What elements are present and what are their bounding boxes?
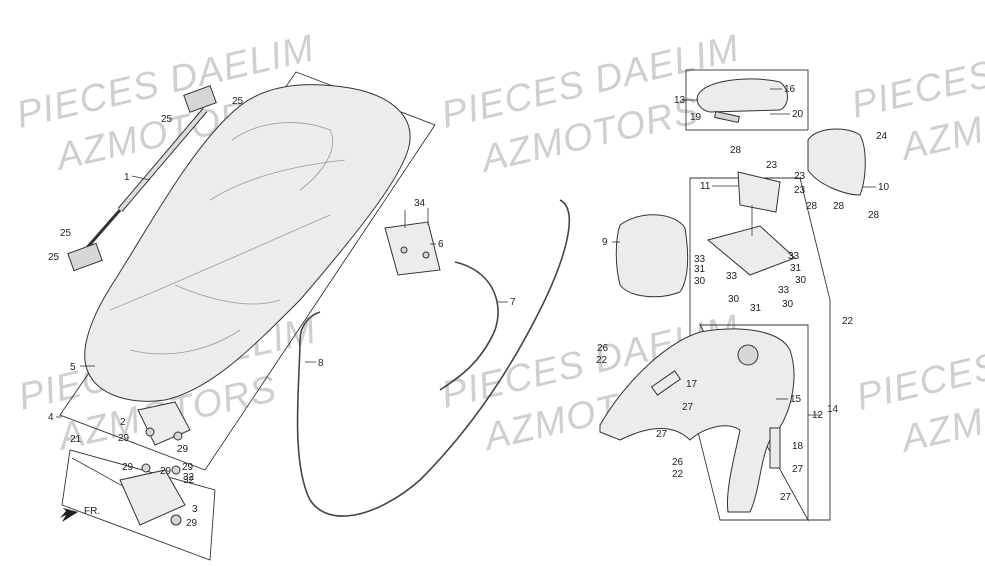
callout-number: 2 — [120, 417, 126, 428]
callout-number: 22 — [842, 316, 854, 327]
callout-number: 31 — [750, 303, 762, 314]
backrest-pad — [615, 214, 689, 298]
callout-number: 8 — [318, 358, 324, 369]
callout-number: 10 — [878, 182, 890, 193]
callout-number: 29 — [122, 462, 134, 473]
rear-rack — [599, 328, 795, 513]
callout-number: 30 — [795, 275, 807, 286]
direction-label: FR. — [84, 506, 100, 517]
callout-number: 18 — [792, 441, 804, 452]
callout-number: 33 — [726, 271, 738, 282]
callout-number: 11 — [700, 181, 711, 192]
callout-number: 28 — [868, 210, 880, 221]
callout-number: 29 — [177, 444, 189, 455]
front-direction-indicator: FR. — [60, 506, 100, 522]
callout-number: 14 — [827, 404, 839, 415]
callout-number: 1 — [124, 172, 130, 183]
side-cover — [807, 128, 866, 196]
callout-number: 16 — [784, 84, 796, 95]
callout-number: 5 — [70, 362, 76, 373]
watermark-text: AZM — [896, 109, 985, 169]
callout-number: 26 — [672, 457, 684, 468]
callout-number: 20 — [792, 109, 804, 120]
backrest-bracket — [706, 171, 796, 276]
hinge-group-frame — [61, 449, 216, 561]
bracket-18 — [769, 427, 781, 469]
callout-layer: 1 2 3 4 5 6 7 8 9 10 11 12 13 14 15 16 1… — [48, 84, 890, 529]
gas-strut — [67, 85, 217, 272]
callout-number: 31 — [694, 264, 706, 275]
callout-number: 25 — [48, 252, 60, 263]
callout-number: 22 — [596, 355, 608, 366]
callout-number: 24 — [876, 131, 888, 142]
callout-number: 33 — [788, 251, 800, 262]
callout-number: 25 — [232, 96, 244, 107]
callout-number: 32 — [183, 475, 195, 486]
callout-number: 23 — [794, 185, 806, 196]
callout-number: 29 — [118, 433, 130, 444]
callout-number: 7 — [510, 297, 516, 308]
callout-number: 15 — [790, 394, 802, 405]
callout-number: 25 — [60, 228, 72, 239]
callout-number: 28 — [833, 201, 845, 212]
callout-number: 27 — [780, 492, 792, 503]
callout-number: 12 — [812, 410, 824, 421]
cable-8 — [296, 199, 571, 517]
callout-number: 17 — [686, 379, 698, 390]
callout-number: 29 — [186, 518, 198, 529]
callout-number: 33 — [694, 254, 706, 265]
callout-number: 21 — [70, 434, 82, 445]
callout-number: 3 — [192, 504, 198, 515]
cable-7 — [439, 261, 499, 391]
callout-number: 29 — [160, 466, 172, 477]
callout-number: 27 — [792, 464, 804, 475]
callout-number: 9 — [602, 237, 608, 248]
callout-number: 28 — [730, 145, 742, 156]
callout-number: 27 — [682, 402, 694, 413]
leader-lines — [56, 88, 876, 418]
callout-number: 25 — [161, 114, 173, 125]
callout-number: 26 — [597, 343, 609, 354]
callout-number: 27 — [656, 429, 668, 440]
arrow-icon — [60, 508, 78, 522]
callout-number: 30 — [694, 276, 706, 287]
callout-number: 32 — [183, 472, 195, 483]
callout-number: 6 — [438, 239, 444, 250]
hinge-bracket — [137, 401, 191, 446]
callout-number: 30 — [782, 299, 794, 310]
callout-number: 4 — [48, 412, 54, 423]
box-lid — [696, 78, 788, 124]
watermark-text: AZM — [896, 401, 985, 461]
seat — [84, 84, 411, 402]
callout-number: 34 — [414, 198, 426, 209]
seat-latch — [384, 208, 441, 276]
callout-number: 23 — [766, 160, 778, 171]
callout-number: 22 — [672, 469, 684, 480]
callout-number: 19 — [690, 112, 702, 123]
callout-number: 23 — [794, 171, 806, 182]
callout-number: 33 — [778, 285, 790, 296]
callout-number: 30 — [728, 294, 740, 305]
callout-number: 28 — [806, 201, 818, 212]
bracket-17 — [650, 370, 682, 396]
callout-number: 31 — [790, 263, 802, 274]
lower-hinge — [71, 457, 186, 526]
callout-number: 29 — [182, 462, 194, 473]
callout-number: 13 — [674, 95, 686, 106]
